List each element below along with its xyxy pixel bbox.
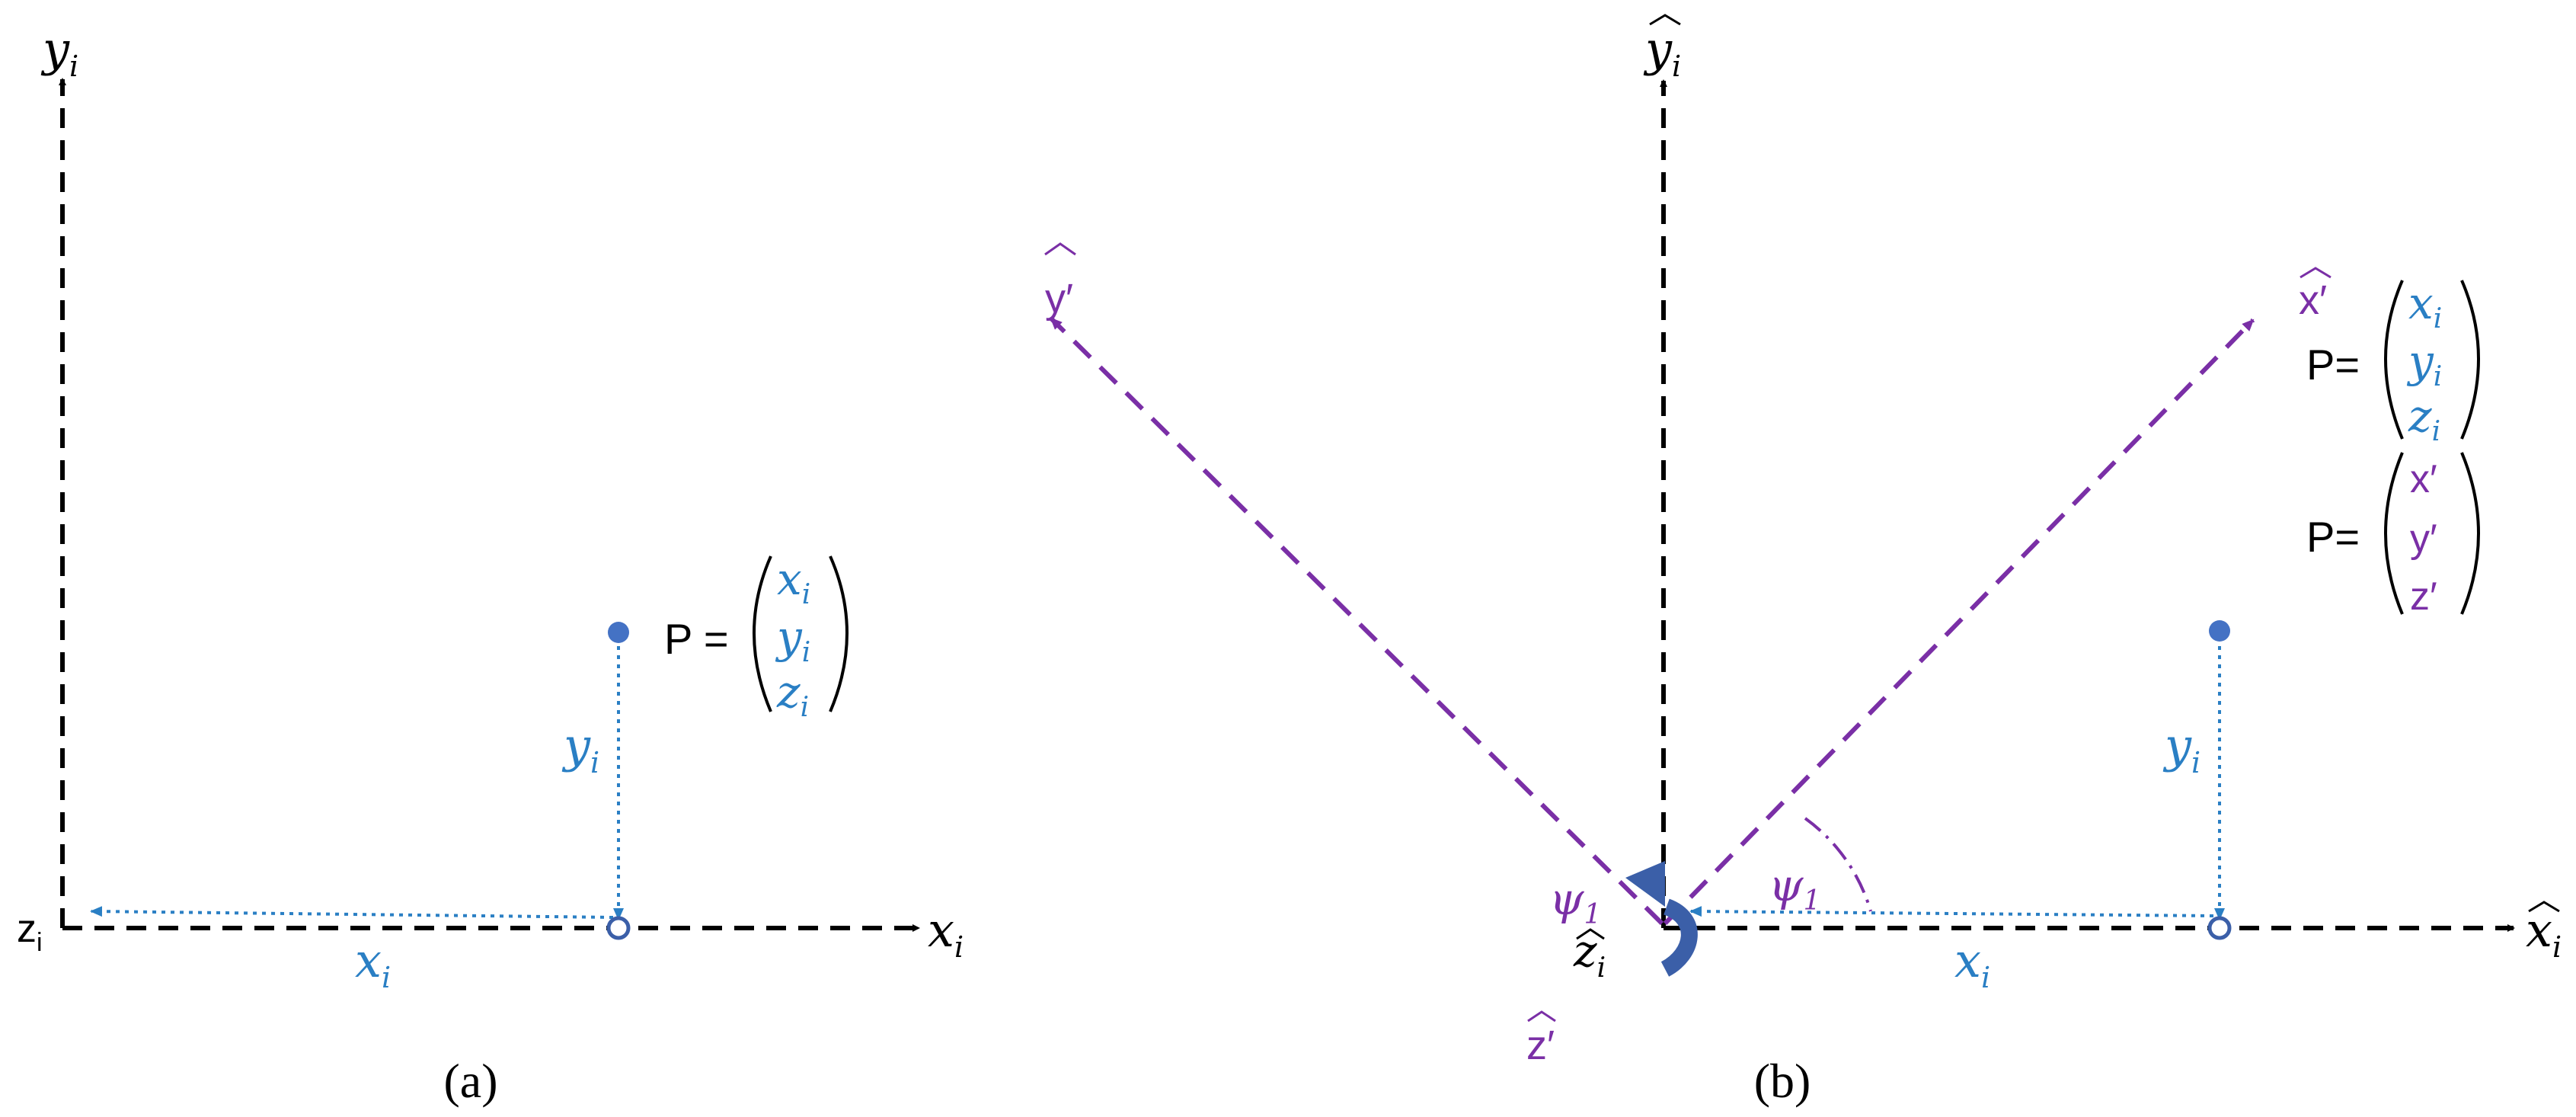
- panel-b: yi xi zi x′ y′ z′: [1044, 14, 2562, 1108]
- svg-text:yi: yi: [1643, 21, 1681, 83]
- panel-a-right-paren: [829, 555, 849, 712]
- panel-a-x-projection: [90, 906, 614, 919]
- svg-text:xi: xi: [2526, 902, 2562, 964]
- panel-a-xi-label: xi: [355, 933, 391, 994]
- panel-b-z-axis-label: zi: [1573, 925, 1606, 984]
- panel-b-point-foot: [2207, 916, 2232, 940]
- panel-a-caption: (a): [443, 1054, 497, 1108]
- panel-b-inertial-right-paren: [2460, 280, 2480, 440]
- panel-b-rotation-arrow: [1660, 898, 1698, 977]
- panel-b-rotated-x-axis: [1663, 318, 2255, 926]
- panel-a-component-y: yi: [775, 611, 810, 668]
- panel-a-p-equation: P =: [664, 615, 729, 663]
- svg-text:x′: x′: [2299, 277, 2327, 323]
- panel-b-yi-label: yi: [2162, 718, 2200, 779]
- panel-b-rotated-component-z: z′: [2410, 575, 2437, 619]
- panel-b-inertial-component-z: zi: [2408, 390, 2440, 447]
- panel-a-x-axis-label: xi: [928, 902, 964, 964]
- svg-text:zi: zi: [1573, 925, 1606, 984]
- panel-a: yi xi zi yi xi P = xi yi zi: [17, 21, 964, 1108]
- panel-a-component-x: xi: [777, 553, 810, 610]
- panel-b-x-axis-label: xi: [2526, 901, 2562, 964]
- panel-b-rotated-right-paren: [2460, 452, 2480, 615]
- panel-a-point-p: [608, 622, 629, 643]
- panel-b-y-axis-label: yi: [1643, 14, 1681, 83]
- panel-b-rotated-left-paren: [2384, 452, 2404, 615]
- panel-b-p-equation-rotated: P=: [2306, 513, 2360, 561]
- svg-text:y′: y′: [1045, 276, 1073, 322]
- panel-b-inertial-component-x: xi: [2408, 277, 2442, 334]
- panel-b-p-equation-inertial: P=: [2306, 341, 2360, 389]
- panel-b-rotated-x-label: x′: [2299, 267, 2332, 323]
- panel-b-rotated-component-y: y′: [2410, 517, 2437, 561]
- panel-b-angle-label-left: ψ1: [1549, 873, 1601, 930]
- panel-b-inertial-component-y: yi: [2406, 335, 2442, 392]
- panel-a-component-z: zi: [776, 666, 809, 723]
- panel-b-angle-arc: [1804, 817, 1872, 912]
- panel-b-point-p: [2209, 620, 2230, 642]
- panel-b-rotated-y-axis: [1049, 316, 1664, 926]
- panel-b-rotated-y-label: y′: [1044, 242, 1076, 322]
- panel-b-caption: (b): [1754, 1054, 1811, 1108]
- panel-b-xi-label: xi: [1954, 933, 1990, 994]
- panel-a-y-axis-label: yi: [40, 21, 78, 83]
- panel-b-rotated-component-x: x′: [2410, 457, 2437, 501]
- panel-a-left-paren: [753, 555, 772, 712]
- panel-a-z-axis-label: zi: [17, 907, 43, 957]
- panel-b-inertial-left-paren: [2384, 280, 2404, 440]
- panel-b-x-projection: [1689, 906, 2214, 917]
- panel-a-point-foot: [606, 916, 631, 940]
- panel-b-angle-label-right: ψ1: [1769, 859, 1820, 917]
- panel-a-yi-label: yi: [561, 718, 599, 779]
- svg-text:z′: z′: [1526, 1023, 1555, 1068]
- panel-b-rotation-arrowhead: [1625, 861, 1665, 907]
- panel-b-rotated-z-label: z′: [1526, 1010, 1556, 1068]
